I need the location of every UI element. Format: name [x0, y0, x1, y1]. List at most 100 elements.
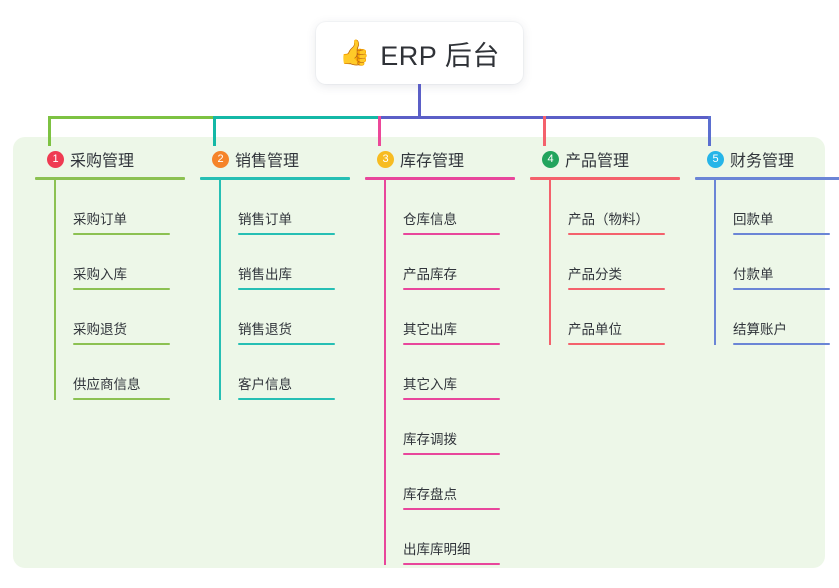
rail-segment-1	[48, 116, 213, 119]
leaf-node-rule	[733, 343, 830, 345]
leaf-node[interactable]: 回款单	[714, 180, 839, 235]
branch-title-4: 产品管理	[565, 153, 630, 170]
leaf-node-label: 仓库信息	[403, 212, 457, 228]
leaf-node-rule	[73, 398, 170, 400]
leaf-node[interactable]: 采购订单	[54, 180, 185, 235]
leaf-node-label: 库存盘点	[403, 487, 457, 503]
leaf-node-rule	[73, 343, 170, 345]
leaf-node[interactable]: 客户信息	[219, 345, 350, 400]
leaf-node-label: 采购入库	[73, 267, 127, 283]
root-node-label: ERP 后台	[380, 40, 500, 71]
leaf-node-rule	[568, 233, 665, 235]
leaf-node-rule	[403, 288, 500, 290]
leaf-node[interactable]: 其它入库	[384, 345, 515, 400]
branch-header-rule-5	[695, 177, 839, 180]
leaf-node-label: 产品单位	[568, 322, 622, 338]
leaf-node-rule	[403, 343, 500, 345]
leaf-node-rule	[403, 508, 500, 510]
leaf-node-label: 销售订单	[238, 212, 292, 228]
leaf-node[interactable]: 供应商信息	[54, 345, 185, 400]
leaf-node[interactable]: 其它出库	[384, 290, 515, 345]
branch-title-3: 库存管理	[400, 153, 465, 170]
leaf-node-label: 其它入库	[403, 377, 457, 393]
leaf-node-label: 销售退货	[238, 322, 292, 338]
leaf-node[interactable]: 销售退货	[219, 290, 350, 345]
leaf-node-rule	[238, 398, 335, 400]
branch-spine-5	[714, 180, 716, 345]
leaf-node[interactable]: 产品库存	[384, 235, 515, 290]
leaf-node-label: 销售出库	[238, 267, 292, 283]
branch-body-3: 仓库信息产品库存其它出库其它入库库存调拨库存盘点出库库明细	[384, 180, 515, 565]
leaf-node[interactable]: 产品单位	[549, 290, 680, 345]
branch-header-rule-4	[530, 177, 680, 180]
leaf-node[interactable]: 采购入库	[54, 235, 185, 290]
branch-spine-1	[54, 180, 56, 400]
leaf-node-rule	[73, 288, 170, 290]
leaf-node-label: 其它出库	[403, 322, 457, 338]
branch-column-1: 1 采购管理采购订单采购入库采购退货供应商信息	[35, 146, 185, 400]
leaf-node-label: 产品库存	[403, 267, 457, 283]
leaf-node-label: 采购退货	[73, 322, 127, 338]
leaf-node[interactable]: 出库库明细	[384, 510, 515, 565]
leaf-node[interactable]: 仓库信息	[384, 180, 515, 235]
branch-body-5: 回款单付款单结算账户	[714, 180, 839, 345]
connector-drop-5	[708, 116, 711, 146]
branch-header-2[interactable]: 2 销售管理	[200, 146, 350, 172]
leaf-node-label: 回款单	[733, 212, 774, 228]
leaf-node-label: 产品（物料）	[568, 212, 649, 228]
branch-title-2: 销售管理	[235, 153, 300, 170]
leaf-node-rule	[238, 233, 335, 235]
branch-badge-1: 1	[47, 150, 64, 168]
leaf-node-rule	[403, 563, 500, 565]
leaf-node-rule	[238, 288, 335, 290]
branch-spine-4	[549, 180, 551, 345]
connector-drop-4	[543, 116, 546, 146]
connector-drop-2	[213, 116, 216, 146]
leaf-node[interactable]: 销售出库	[219, 235, 350, 290]
leaf-node-rule	[403, 233, 500, 235]
diagram-panel	[13, 137, 825, 568]
leaf-node[interactable]: 采购退货	[54, 290, 185, 345]
leaf-node[interactable]: 销售订单	[219, 180, 350, 235]
branch-header-rule-2	[200, 177, 350, 180]
branch-spine-3	[384, 180, 386, 565]
leaf-node[interactable]: 产品分类	[549, 235, 680, 290]
root-node[interactable]: 👍 ERP 后台	[316, 22, 523, 84]
leaf-node-rule	[238, 343, 335, 345]
connector-drop-1	[48, 116, 51, 146]
branch-header-rule-3	[365, 177, 515, 180]
rail-segment-2	[213, 116, 378, 119]
leaf-node-rule	[73, 233, 170, 235]
branch-body-1: 采购订单采购入库采购退货供应商信息	[54, 180, 185, 400]
leaf-node[interactable]: 库存盘点	[384, 455, 515, 510]
connector-drop-3	[378, 116, 381, 146]
branch-header-1[interactable]: 1 采购管理	[35, 146, 185, 172]
leaf-node-rule	[568, 288, 665, 290]
branch-body-4: 产品（物料） 产品分类产品单位	[549, 180, 680, 345]
leaf-node-label: 客户信息	[238, 377, 292, 393]
leaf-node[interactable]: 库存调拨	[384, 400, 515, 455]
leaf-node-rule	[733, 233, 830, 235]
leaf-node[interactable]: 产品（物料）	[549, 180, 680, 235]
branch-spine-2	[219, 180, 221, 400]
leaf-node[interactable]: 结算账户	[714, 290, 839, 345]
leaf-node-label: 采购订单	[73, 212, 127, 228]
branch-badge-2: 2	[212, 150, 229, 168]
branch-title-1: 采购管理	[70, 153, 135, 170]
leaf-node-label: 结算账户	[733, 322, 787, 338]
connector-trunk	[418, 84, 421, 119]
leaf-node-rule	[403, 398, 500, 400]
leaf-node-rule	[733, 288, 830, 290]
leaf-node-label: 出库库明细	[403, 542, 471, 558]
branch-body-2: 销售订单销售出库销售退货客户信息	[219, 180, 350, 400]
leaf-node[interactable]: 付款单	[714, 235, 839, 290]
leaf-node-rule	[403, 453, 500, 455]
branch-badge-5: 5	[707, 150, 724, 168]
